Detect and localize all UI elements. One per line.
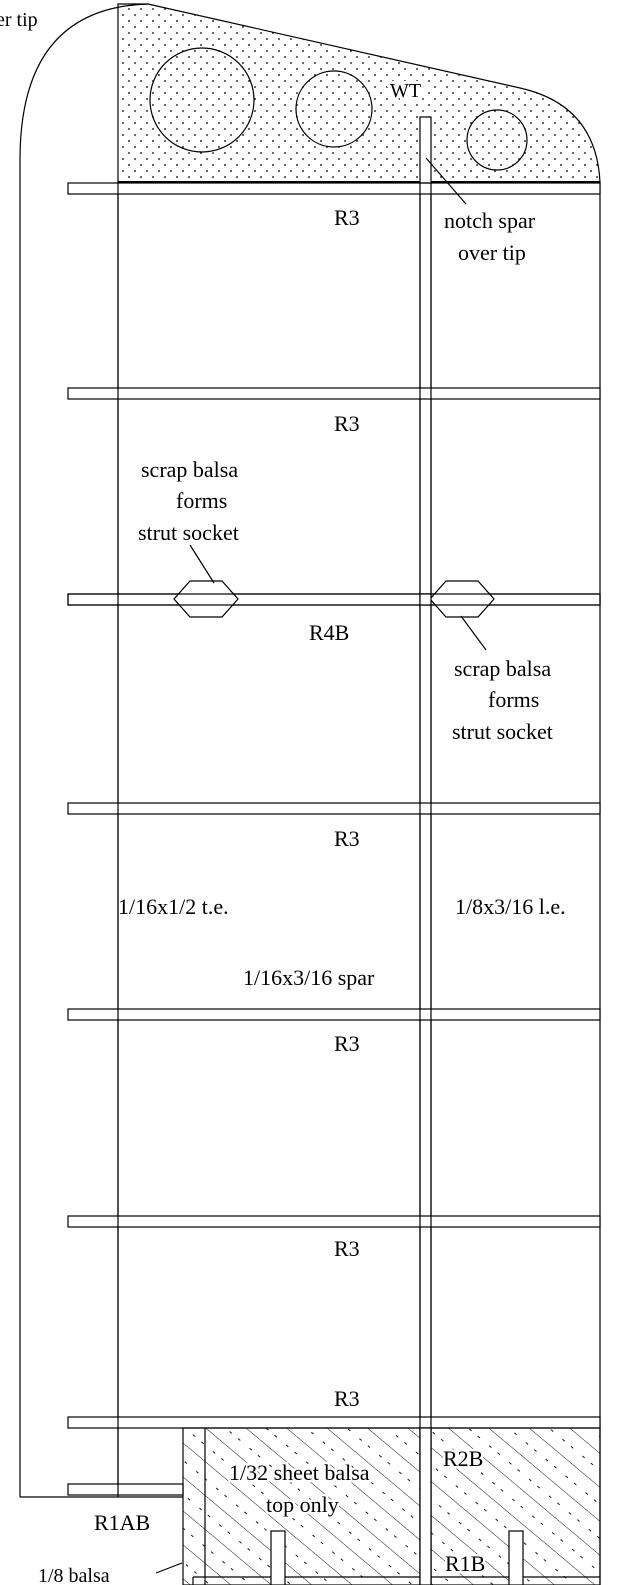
- balsa-label: 1/8 balsa: [38, 1565, 110, 1585]
- trailing-edge-label: 1/16x1/2 t.e.: [118, 894, 229, 919]
- rib-3-over-sockets: [67, 593, 601, 606]
- rib-label-6: R3: [334, 1236, 360, 1261]
- scrap-left-leader: [189, 544, 215, 584]
- rib-label-7: R3: [334, 1386, 360, 1411]
- rib-2: [67, 387, 601, 400]
- rib-6: [67, 1215, 601, 1228]
- r1ab-label: R1AB: [94, 1510, 150, 1535]
- lightening-hole-medium: [295, 70, 373, 148]
- sheet-label-2: top only: [266, 1492, 339, 1517]
- scrap-left-label-3: strut socket: [138, 520, 239, 545]
- cover-tip-label: er tip: [0, 9, 38, 31]
- rib-label-r4b: R4B: [309, 620, 349, 645]
- main-spar: [419, 116, 432, 1585]
- rib-5: [67, 1008, 601, 1021]
- rib-1: [67, 182, 601, 195]
- lightening-hole-small: [466, 109, 528, 171]
- rib-3: [67, 593, 601, 606]
- rib-label-5: R3: [334, 1031, 360, 1056]
- rib-label-4: R3: [334, 826, 360, 851]
- wing-tip-sheet: [117, 3, 601, 183]
- dowel-slot-left: [270, 1530, 286, 1585]
- balsa-leader: [155, 1562, 183, 1574]
- sheet-label-1: 1/32 sheet balsa: [229, 1460, 370, 1485]
- strut-socket-left: [173, 580, 239, 618]
- rib-label-2: R3: [334, 411, 360, 436]
- leading-edge-label: 1/8x3/16 l.e.: [455, 894, 566, 919]
- root-spar-mask: [419, 1427, 432, 1585]
- rib-7: [67, 1416, 601, 1429]
- root-sheet-area: [182, 1427, 601, 1585]
- notch-spar-label-2: over tip: [458, 240, 526, 265]
- spar-over-socket: [419, 593, 432, 606]
- r2b-label: R2B: [443, 1446, 483, 1471]
- scrap-right-leader: [460, 615, 487, 651]
- dowel-slot-right: [508, 1530, 524, 1585]
- scrap-left-label-1: scrap balsa: [141, 457, 238, 482]
- scrap-right-label-2: forms: [488, 687, 539, 712]
- rib-root-r1ab: [67, 1483, 184, 1496]
- spar-label: 1/16x3/16 spar: [243, 965, 375, 990]
- scrap-right-label-1: scrap balsa: [454, 656, 551, 681]
- rib-label-1: R3: [334, 205, 360, 230]
- lightening-hole-large: [149, 47, 255, 153]
- scrap-left-label-2: forms: [176, 488, 227, 513]
- wing-outline: [19, 3, 149, 1497]
- main-spar-overlay: [419, 182, 432, 1585]
- wt-label: WT: [390, 80, 421, 102]
- notch-spar-label-1: notch spar: [444, 208, 536, 233]
- scrap-right-label-3: strut socket: [452, 719, 553, 744]
- notch-leader: [425, 157, 467, 205]
- rib-4: [67, 802, 601, 815]
- strut-socket-right: [429, 580, 495, 618]
- r1b-label: R1B: [445, 1551, 485, 1576]
